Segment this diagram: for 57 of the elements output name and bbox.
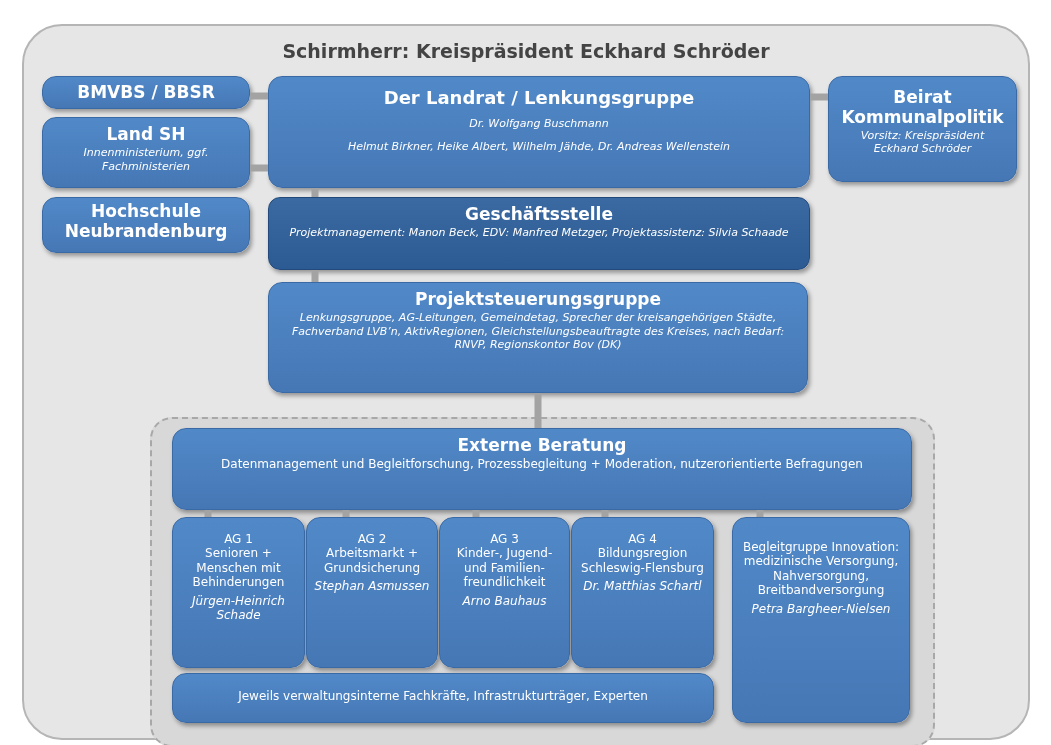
org-box xyxy=(268,76,810,188)
org-box xyxy=(571,517,714,668)
org-box xyxy=(42,197,250,253)
box-text: Jürgen-Heinrich Schade xyxy=(189,593,286,623)
connector xyxy=(311,270,319,282)
org-box xyxy=(306,517,438,668)
box-text: Dr. Wolfgang Buschmann xyxy=(469,116,609,130)
box-text: Projektmanagement: Manon Beck, EDV: Manfred Metzger, Projektassistenz: Silvia Schaade xyxy=(289,226,789,240)
box-text: Petra Bargheer-Nielsen xyxy=(751,601,891,616)
org-box xyxy=(42,76,250,109)
box-title: AG 3 xyxy=(490,532,519,547)
box-text: Senioren + Menschen mit Behinderungen xyxy=(191,546,286,590)
box-title: Schirmherr: Kreispräsident Eckhard Schröder xyxy=(282,40,770,63)
box-title: AG 4 xyxy=(628,532,657,547)
connector xyxy=(342,510,350,517)
connector xyxy=(250,92,268,100)
connector xyxy=(472,510,480,517)
connector xyxy=(534,393,542,428)
connector xyxy=(756,510,764,517)
box-title: Begleitgruppe Innovation: medizinische Versorgung, Nahversorgung, Breitbandversorgung xyxy=(741,540,901,598)
connector xyxy=(204,510,212,517)
org-box xyxy=(42,117,250,188)
box-title: Der Landrat / Lenkungsgruppe xyxy=(383,87,695,109)
org-box xyxy=(172,428,912,510)
box-text: Lenkungsgruppe, AG-Leitungen, Gemeindetag, Sprecher der kreisangehörigen Städte, Fachverband LVB’n, AktivRegionen, Gleichstellungsbeauftragte des Kreises, nach Bedarf: RNVP, Regionskontor Bov (DK) xyxy=(290,311,786,351)
box-title: Jeweils verwaltungsinterne Fachkräfte, Infrastrukturträger, Experten xyxy=(238,689,648,704)
box-title: Externe Beratung xyxy=(457,435,627,456)
connector xyxy=(601,510,609,517)
box-text: Dr. Matthias Schartl xyxy=(583,579,702,594)
box-text: Datenmanagement und Begleitforschung, Prozessbegleitung + Moderation, nutzerorientierte Befragungen xyxy=(221,457,863,472)
box-title: Land SH xyxy=(106,124,186,145)
org-box xyxy=(732,517,910,723)
box-text: Arno Bauhaus xyxy=(462,593,547,608)
connector xyxy=(810,93,828,101)
box-title: Hochschule Neubrandenburg xyxy=(63,201,229,242)
connector xyxy=(311,188,319,197)
box-title: Geschäftsstelle xyxy=(465,204,613,225)
box-title: AG 2 xyxy=(357,532,387,547)
box-text: Kinder-, Jugend- und Familien-freundlichkeit xyxy=(455,546,554,590)
org-box xyxy=(439,517,570,668)
box-text: Innenministerium, ggf. Fachministerien xyxy=(82,146,210,173)
box-text: Helmut Birkner, Heike Albert, Wilhelm Jähde, Dr. Andreas Wellenstein xyxy=(348,139,730,153)
box-title: AG 1 xyxy=(224,532,253,547)
org-box xyxy=(828,76,1017,182)
org-box xyxy=(268,282,808,393)
box-title: BMVBS / BBSR xyxy=(77,82,215,103)
box-title: Projektsteuerungsgruppe xyxy=(414,289,662,310)
org-box xyxy=(172,673,714,723)
box-title: Beirat Kommunalpolitik xyxy=(841,87,1004,128)
box-text: Vorsitz: Kreispräsident Eckhard Schröder xyxy=(859,128,986,156)
connector xyxy=(250,164,268,172)
group-region xyxy=(150,417,935,745)
box-text: Arbeitsmarkt + Grundsicherung xyxy=(323,546,421,576)
box-text: Stephan Asmussen xyxy=(314,579,430,594)
box-text: Bildungsregion Schleswig-Flensburg xyxy=(580,546,705,576)
org-box xyxy=(172,517,305,668)
org-box xyxy=(268,197,810,270)
